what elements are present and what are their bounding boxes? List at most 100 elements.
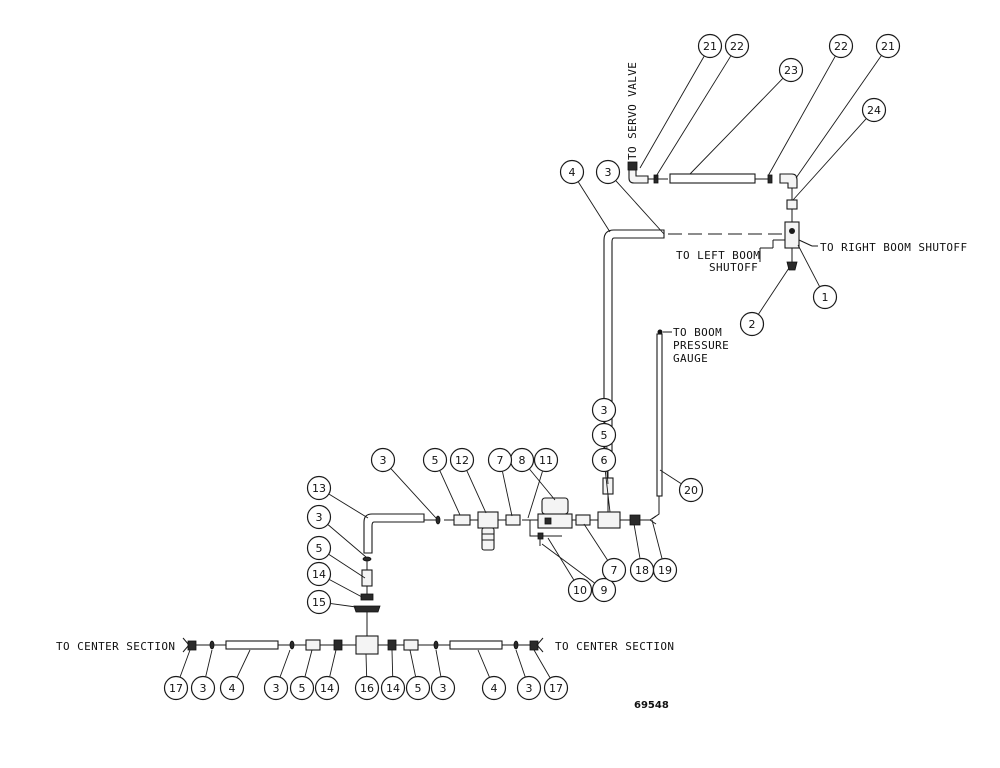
callout-number: 23 <box>784 64 798 77</box>
solenoid-valve-8 <box>541 497 569 515</box>
callout-3: 3 <box>190 675 216 701</box>
label-left-boom-2: SHUTOFF <box>709 261 758 274</box>
callout-number: 9 <box>601 584 608 597</box>
leader-lines <box>179 55 882 678</box>
callout-number: 14 <box>312 568 326 581</box>
tee-6 <box>597 511 621 529</box>
gauge-line-assembly <box>651 329 672 520</box>
leader-line-5 <box>304 649 313 677</box>
leader-line-3 <box>515 649 526 677</box>
adapter-24 <box>786 199 798 210</box>
callout-number: 5 <box>601 429 608 442</box>
callout-4: 4 <box>481 675 507 701</box>
callout-22: 22 <box>724 33 750 59</box>
bolt-9 <box>537 532 544 540</box>
leader-line-3 <box>435 649 442 677</box>
callout-number: 22 <box>730 40 744 53</box>
callout-number: 5 <box>299 682 306 695</box>
callout-22: 22 <box>828 33 854 59</box>
callout-number: 20 <box>684 484 698 497</box>
ring-3-br2 <box>513 640 519 650</box>
callout-number: 2 <box>749 318 756 331</box>
callout-3: 3 <box>430 675 456 701</box>
nipple-7-left <box>505 514 521 526</box>
callout-number: 3 <box>526 682 533 695</box>
leader-line-5 <box>328 554 366 579</box>
ring-3-valve <box>435 515 441 525</box>
elbow-fitting-left <box>628 169 649 184</box>
leader-line-3 <box>279 649 291 677</box>
callout-5: 5 <box>422 447 448 473</box>
callout-number: 5 <box>316 542 323 555</box>
callout-circle <box>430 675 456 701</box>
callout-circle <box>289 675 315 701</box>
tee-fitting-1 <box>784 221 800 249</box>
leader-line-17 <box>179 649 191 677</box>
callout-circle <box>595 159 621 185</box>
leader-line-17 <box>533 649 551 678</box>
callout-number: 3 <box>316 511 323 524</box>
callout-circle <box>601 557 627 583</box>
callout-3: 3 <box>595 159 621 185</box>
clamp-17-left <box>187 640 197 651</box>
callout-circle <box>678 477 704 503</box>
callout-number: 12 <box>455 454 469 467</box>
callout-3: 3 <box>370 447 396 473</box>
leader-line-19 <box>651 519 663 559</box>
callout-14: 14 <box>314 675 340 701</box>
callout-circle <box>543 675 569 701</box>
callout-number: 4 <box>569 166 576 179</box>
leader-line-1 <box>797 244 820 287</box>
callout-circle <box>533 447 559 473</box>
callout-3: 3 <box>516 675 542 701</box>
callout-circle <box>778 57 804 83</box>
leader-line-20 <box>659 469 682 484</box>
leader-line-21 <box>639 56 705 169</box>
callout-number: 7 <box>497 454 504 467</box>
callout-7: 7 <box>487 447 513 473</box>
callout-12: 12 <box>449 447 475 473</box>
callout-number: 21 <box>881 40 895 53</box>
gauge-fitting <box>657 329 663 335</box>
union-14-br <box>387 639 397 651</box>
valve-body-8 <box>537 513 573 529</box>
leader-line-3 <box>205 649 213 677</box>
leader-line-23 <box>689 78 783 175</box>
leader-line-22 <box>767 56 836 177</box>
callout-8: 8 <box>509 447 535 473</box>
hose-23 <box>669 173 756 184</box>
leader-line-15 <box>330 603 357 608</box>
callout-number: 3 <box>200 682 207 695</box>
callout-11: 11 <box>533 447 559 473</box>
nipple-5-bl <box>305 639 321 651</box>
pipe-4-right <box>449 640 503 650</box>
callout-circle <box>724 33 750 59</box>
callout-circle <box>263 675 289 701</box>
callout-circle <box>306 561 332 587</box>
callout-1: 1 <box>812 284 838 310</box>
nipple-7-right <box>575 514 591 526</box>
callout-24: 24 <box>861 97 887 123</box>
callout-number: 19 <box>658 564 672 577</box>
callout-number: 3 <box>601 404 608 417</box>
leader-line-24 <box>792 118 867 201</box>
ring-3-bl2 <box>289 640 295 650</box>
callout-circle <box>314 675 340 701</box>
leader-line-3 <box>327 524 367 558</box>
leader-line-16 <box>365 653 368 677</box>
valve-line-assembly <box>353 497 657 636</box>
callout-5: 5 <box>289 675 315 701</box>
pipe-13 <box>363 513 425 554</box>
callout-number: 5 <box>432 454 439 467</box>
callout-10: 10 <box>567 577 593 603</box>
leader-line-4 <box>578 181 611 233</box>
nipple-5-drop <box>361 569 373 587</box>
callout-18: 18 <box>629 557 655 583</box>
callout-14: 14 <box>306 561 332 587</box>
pipe-4-upper <box>603 229 665 456</box>
pipe-4-left <box>225 640 279 650</box>
callout-number: 11 <box>539 454 553 467</box>
label-center-left: TO CENTER SECTION <box>56 640 175 653</box>
callout-number: 3 <box>273 682 280 695</box>
